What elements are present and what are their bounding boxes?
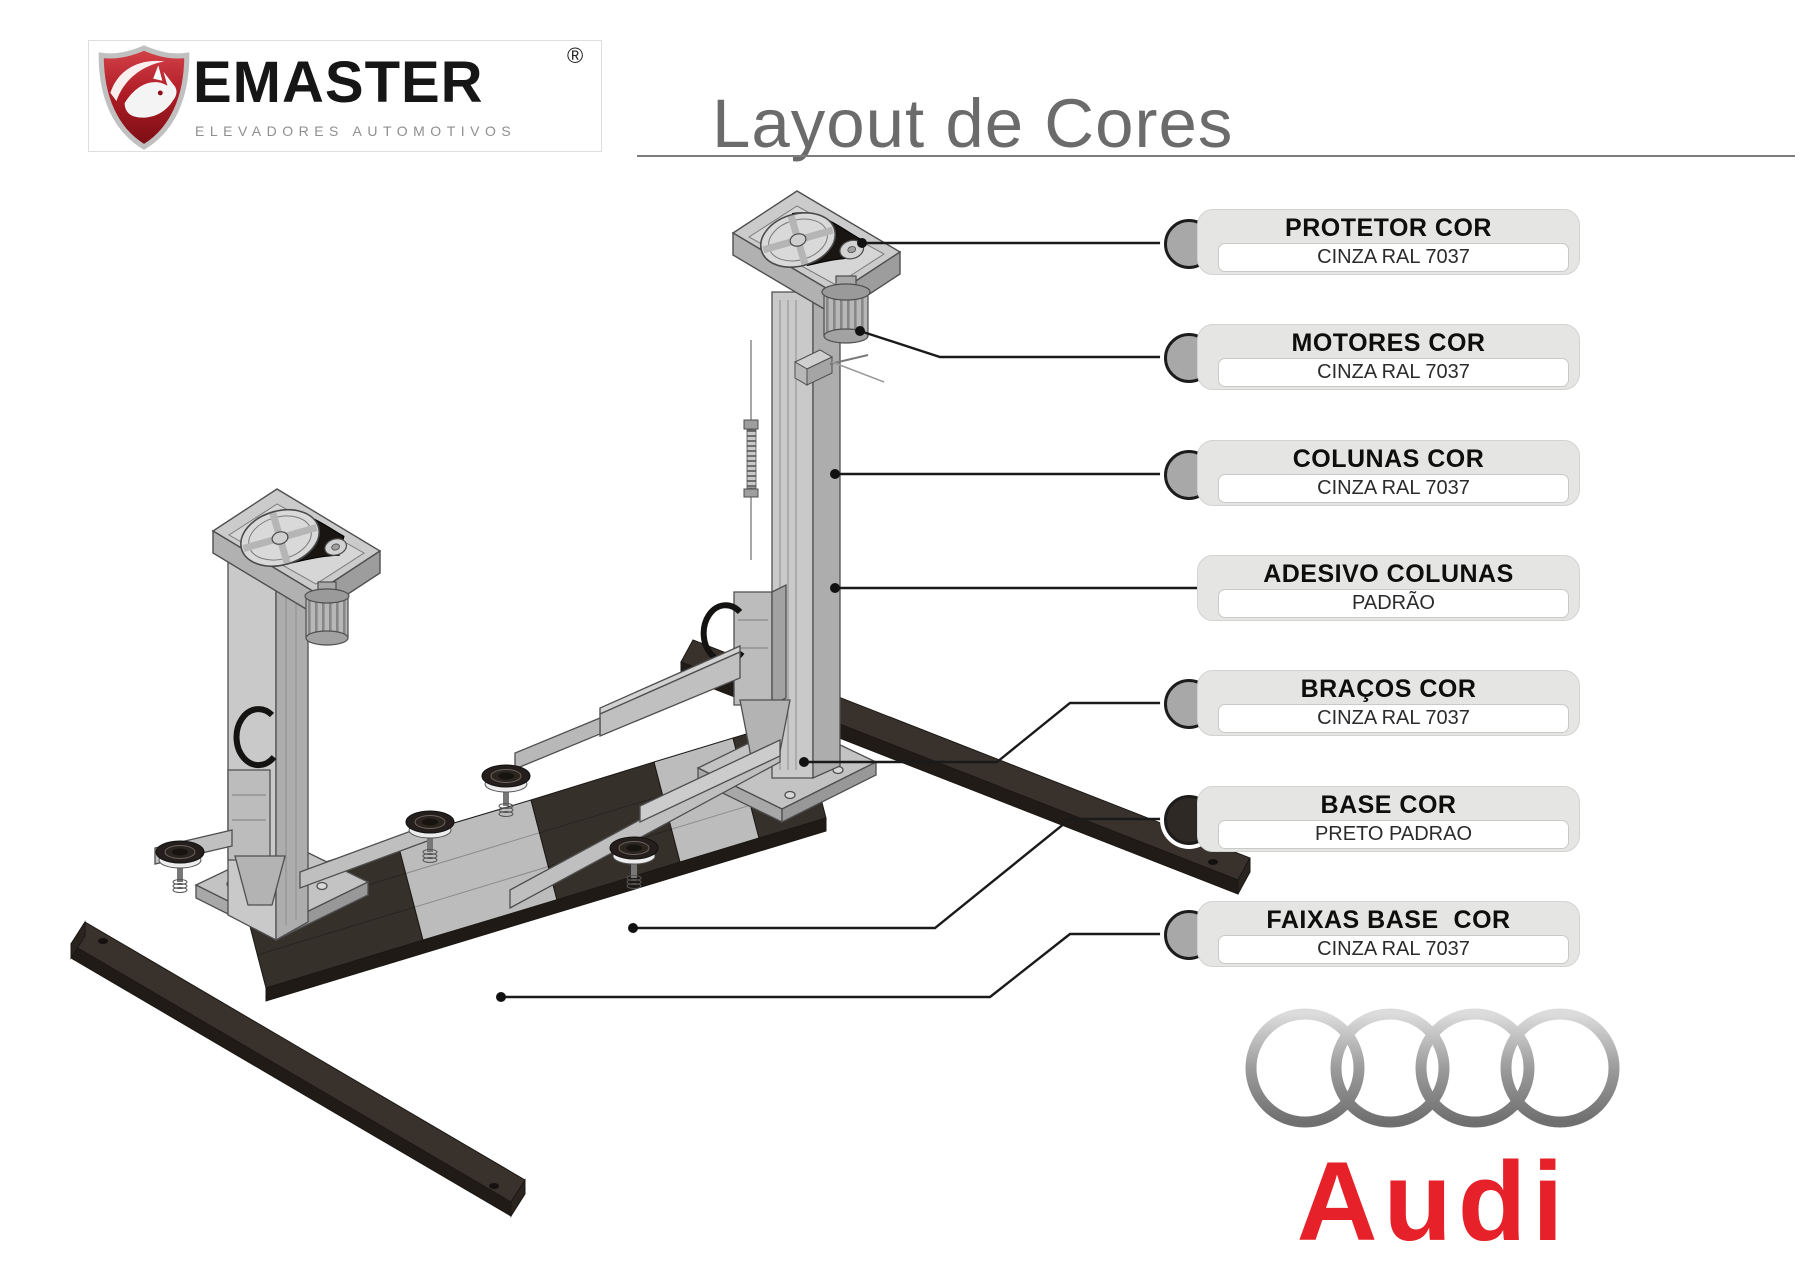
callout-motores: MOTORES COR CINZA RAL 7037 xyxy=(1197,324,1580,390)
emaster-logo: EMASTER ® ELEVADORES AUTOMOTIVOS xyxy=(88,40,602,152)
header-rule xyxy=(637,155,1795,157)
brand-tagline: ELEVADORES AUTOMOTIVOS xyxy=(195,123,517,139)
leader-dots xyxy=(496,238,867,1002)
callout-protetor: PROTETOR COR CINZA RAL 7037 xyxy=(1197,209,1580,275)
callout-colunas: COLUNAS COR CINZA RAL 7037 xyxy=(1197,440,1580,506)
callout-label: PROTETOR COR xyxy=(1285,214,1492,242)
callout-value-box: CINZA RAL 7037 xyxy=(1218,474,1569,503)
callout-bracos: BRAÇOS COR CINZA RAL 7037 xyxy=(1197,670,1580,736)
callout-value-box: CINZA RAL 7037 xyxy=(1218,243,1569,272)
callout-value-box: PRETO PADRAO xyxy=(1218,820,1569,849)
lift-pad xyxy=(609,836,659,889)
callout-value-box: CINZA RAL 7037 xyxy=(1218,358,1569,387)
long-arm xyxy=(509,738,781,910)
far-arm xyxy=(514,645,741,770)
callout-value: CINZA RAL 7037 xyxy=(1317,938,1470,960)
callout-base: BASE COR PRETO PADRAO xyxy=(1197,786,1580,852)
leader-base xyxy=(633,817,1164,930)
callout-value: CINZA RAL 7037 xyxy=(1317,477,1470,499)
audi-rings-icon xyxy=(1245,1008,1620,1128)
lift-pad xyxy=(155,840,205,893)
callout-label: ADESIVO COLUNAS xyxy=(1263,560,1514,588)
callout-value: CINZA RAL 7037 xyxy=(1317,246,1470,268)
callout-label: BASE COR xyxy=(1320,791,1457,819)
leader-motores xyxy=(859,329,1164,359)
callout-faixas: FAIXAS BASE COR CINZA RAL 7037 xyxy=(1197,901,1580,967)
callout-label: FAIXAS BASE COR xyxy=(1266,906,1511,934)
leader-faixas xyxy=(501,932,1164,999)
near-pulley xyxy=(240,509,348,567)
callout-value: PRETO PADRAO xyxy=(1314,823,1473,845)
callout-value-box: CINZA RAL 7037 xyxy=(1218,935,1569,964)
callout-value: CINZA RAL 7037 xyxy=(1317,707,1470,729)
rhino-shield-icon xyxy=(98,45,190,150)
leader-lines xyxy=(496,238,1199,1002)
callout-value: PADRÃO xyxy=(1352,592,1435,614)
brand-wordmark: EMASTER xyxy=(193,50,484,115)
audi-wordmark: Audi xyxy=(1297,1139,1570,1264)
near-motor xyxy=(304,581,350,646)
callout-adesivo: ADESIVO COLUNAS PADRÃO xyxy=(1197,555,1580,621)
far-column-hardware xyxy=(743,340,885,560)
callout-value-box: CINZA RAL 7037 xyxy=(1218,704,1569,733)
registered-trademark-icon: ® xyxy=(567,43,584,68)
lift-pads xyxy=(155,764,659,893)
callout-label: COLUNAS COR xyxy=(1292,445,1485,473)
near-carriage xyxy=(227,706,286,906)
audi-logo: Audi xyxy=(1245,1008,1620,1264)
lift-pad xyxy=(405,810,455,863)
lift-pad xyxy=(481,764,531,817)
leader-bracos xyxy=(804,701,1164,764)
far-pulley xyxy=(759,212,865,268)
callout-label: BRAÇOS COR xyxy=(1300,675,1477,703)
page-title: Layout de Cores xyxy=(712,85,1234,162)
callout-label: MOTORES COR xyxy=(1291,329,1486,357)
callout-value-box: PADRÃO xyxy=(1218,589,1569,618)
near-foot-beam xyxy=(70,920,526,1218)
callout-value: CINZA RAL 7037 xyxy=(1317,361,1470,383)
